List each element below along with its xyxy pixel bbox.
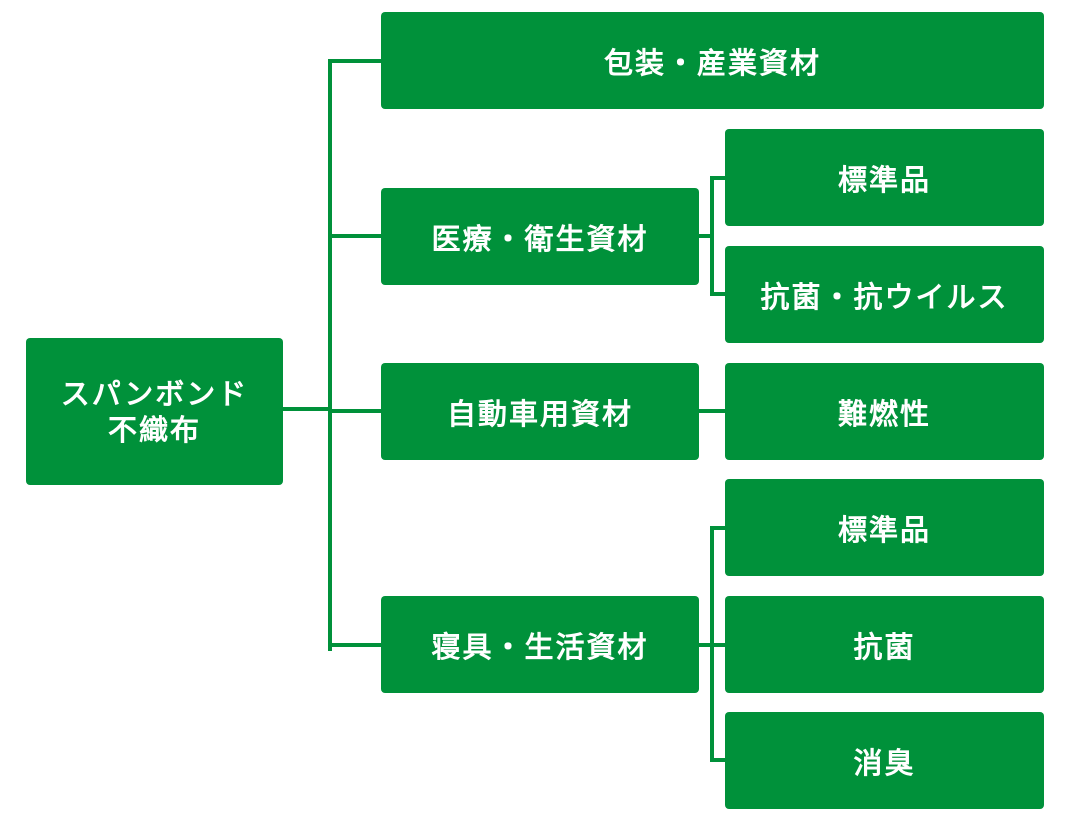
category-automotive: 自動車用資材 [381, 363, 699, 460]
leaf-label: 消臭 [853, 745, 916, 780]
category-label: 包装・産業資材 [603, 45, 821, 80]
category-bedding-living: 寝具・生活資材 [381, 596, 699, 693]
leaf-label: 抗菌・抗ウイルス [760, 279, 1009, 314]
root-label-line1: スパンボンド [60, 376, 249, 411]
connector-root-to-trunk [282, 407, 332, 411]
leaf-label: 抗菌 [853, 629, 916, 664]
connector-trunk-vertical [328, 59, 332, 651]
connector-cat2-leaf2 [710, 292, 726, 296]
connector-cat4-leaf2 [710, 643, 726, 647]
connector-cat4-out [698, 643, 714, 647]
connector-cat4-leaf3 [710, 758, 726, 762]
category-medical-hygiene: 医療・衛生資材 [381, 188, 699, 285]
connector-to-category-4 [328, 643, 382, 647]
leaf-standard-bedding: 標準品 [725, 479, 1044, 576]
root-node: スパンボンド 不織布 [26, 338, 283, 485]
connector-cat3-leaf1 [698, 409, 726, 413]
leaf-antibacterial-antiviral: 抗菌・抗ウイルス [725, 246, 1044, 343]
connector-cat2-vertical [710, 176, 714, 296]
connector-cat2-out [698, 234, 714, 238]
category-label: 寝具・生活資材 [431, 629, 649, 664]
category-packaging-industrial: 包装・産業資材 [381, 12, 1044, 109]
category-label: 自動車用資材 [446, 396, 633, 431]
leaf-deodorant: 消臭 [725, 712, 1044, 809]
leaf-antibacterial: 抗菌 [725, 596, 1044, 693]
leaf-label: 難燃性 [837, 396, 931, 431]
leaf-flame-retardant: 難燃性 [725, 363, 1044, 460]
connector-cat4-leaf1 [710, 526, 726, 530]
leaf-standard-medical: 標準品 [725, 129, 1044, 226]
connector-to-category-3 [328, 409, 382, 413]
leaf-label: 標準品 [837, 162, 931, 197]
category-label: 医療・衛生資材 [431, 221, 649, 256]
connector-to-category-2 [328, 234, 382, 238]
connector-to-category-1 [328, 59, 382, 63]
leaf-label: 標準品 [837, 512, 931, 547]
connector-cat2-leaf1 [710, 176, 726, 180]
root-label-line2: 不織布 [107, 412, 201, 447]
